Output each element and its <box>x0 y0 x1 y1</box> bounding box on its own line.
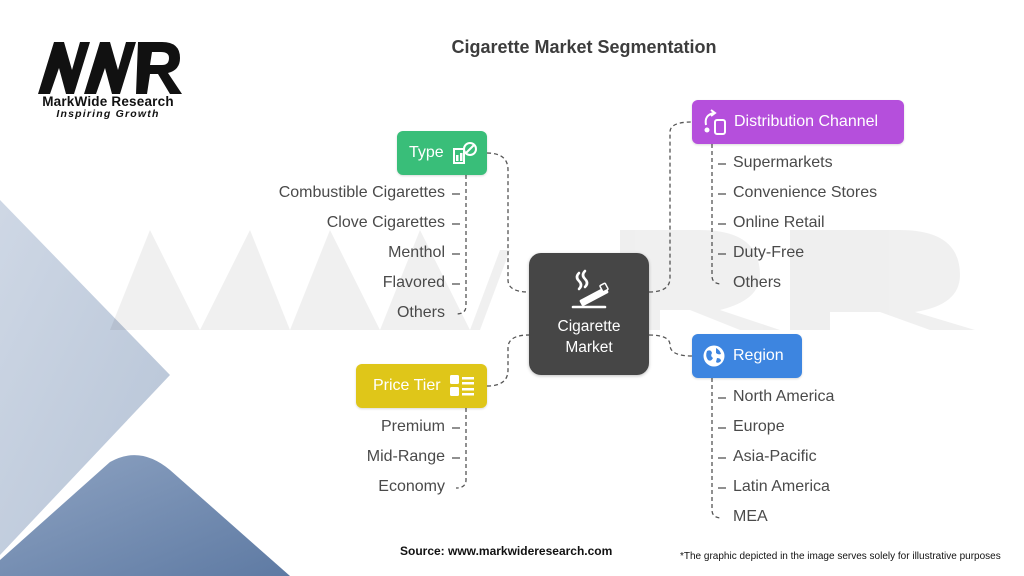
distribution-item: Supermarkets <box>733 154 833 171</box>
logo-tagline: Inspiring Growth <box>56 108 160 120</box>
distribution-item: Duty-Free <box>733 244 805 261</box>
price-tier-item: Mid-Range <box>366 448 445 465</box>
no-smoking-cigarette-icon <box>571 269 609 309</box>
type-item: Clove Cigarettes <box>326 214 445 231</box>
center-node: Cigarette Market <box>529 253 649 375</box>
diagram-title: Cigarette Market Segmentation <box>451 37 717 57</box>
distribution-item: Convenience Stores <box>733 184 878 201</box>
price-tier-item: Premium <box>380 418 445 435</box>
disclaimer-note: *The graphic depicted in the image serve… <box>680 551 1001 562</box>
product-tag-icon <box>452 142 477 164</box>
distribution-item: Others <box>733 274 782 291</box>
mobile-delivery-icon <box>704 109 726 135</box>
type-item: Menthol <box>388 244 445 261</box>
type-item: Flavored <box>382 274 445 291</box>
category-distribution-label: Distribution Channel <box>734 113 879 130</box>
tier-list-icon <box>449 375 474 396</box>
region-item: Europe <box>733 418 785 435</box>
category-distribution-channel: Distribution Channel <box>692 100 904 144</box>
region-item: Latin America <box>733 478 830 495</box>
logo-name: MarkWide Research <box>42 94 174 109</box>
source-credit: Source: www.markwideresearch.com <box>400 544 613 558</box>
category-region-label: Region <box>733 347 784 364</box>
region-item: MEA <box>733 508 768 525</box>
price-tier-item: Economy <box>378 478 445 495</box>
category-type-label: Type <box>409 144 444 161</box>
center-label-line1: Cigarette <box>557 318 621 335</box>
category-region: Region <box>692 334 802 378</box>
region-item: North America <box>733 388 835 405</box>
category-type: Type <box>397 131 487 175</box>
category-price-tier: Price Tier <box>356 364 487 408</box>
globe-icon <box>703 345 725 367</box>
type-item: Others <box>396 304 445 321</box>
category-price-tier-label: Price Tier <box>373 377 441 394</box>
type-item: Combustible Cigarettes <box>278 184 445 201</box>
logo-icon <box>38 42 182 94</box>
center-label-line2: Market <box>565 339 613 356</box>
region-item: Asia-Pacific <box>733 448 817 465</box>
distribution-item: Online Retail <box>733 214 825 231</box>
